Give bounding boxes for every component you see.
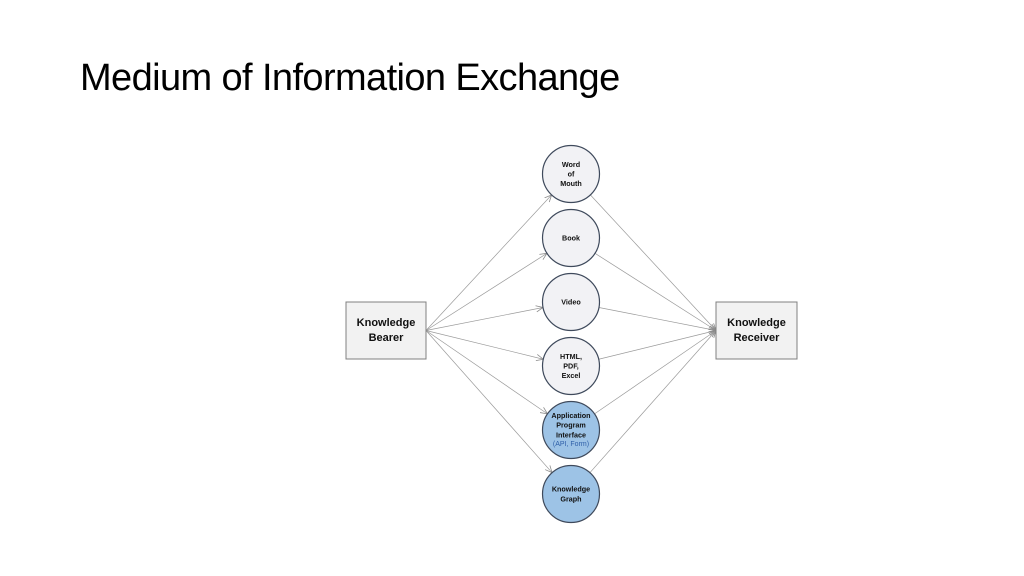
arrow-word-of-mouth-to-receiver (590, 194, 716, 331)
nodes-layer: KnowledgeBearerKnowledgeReceiverWordofMo… (345, 144, 798, 524)
arrow-knowledge-graph-to-receiver (589, 331, 716, 473)
medium-node-book: Book (541, 208, 601, 268)
medium-circle-html-pdf-excel (541, 336, 601, 396)
medium-label-api: Interface (556, 430, 586, 439)
arrow-book-to-receiver (594, 253, 716, 330)
knowledge-bearer-label-line: Knowledge (357, 317, 416, 329)
medium-label-word-of-mouth: Word (562, 160, 580, 169)
knowledge-bearer-rect (345, 301, 427, 360)
arrow-bearer-to-word-of-mouth (425, 195, 552, 331)
arrow-bearer-to-api (425, 330, 548, 414)
medium-node-html-pdf-excel: HTML,PDF,Excel (541, 336, 601, 396)
medium-label-html-pdf-excel: PDF, (563, 362, 579, 371)
medium-label-html-pdf-excel: HTML, (560, 352, 582, 361)
medium-circle-api (541, 400, 601, 460)
medium-label-knowledge-graph: Knowledge (552, 485, 590, 494)
knowledge-receiver-label-line: Knowledge (727, 317, 786, 329)
arrow-video-to-receiver (598, 307, 716, 330)
arrow-api-to-receiver (594, 331, 716, 415)
medium-label-word-of-mouth: Mouth (560, 179, 582, 188)
arrow-bearer-to-book (425, 253, 547, 331)
medium-label-html-pdf-excel: Excel (562, 371, 581, 380)
medium-circle-word-of-mouth (541, 144, 601, 204)
arrow-bearer-to-knowledge-graph (425, 330, 552, 473)
page-title: Medium of Information Exchange (80, 57, 620, 99)
knowledge-bearer-label-line: Bearer (369, 332, 405, 344)
medium-circle-knowledge-graph (541, 464, 601, 524)
medium-circle-video (541, 272, 601, 332)
medium-label-word-of-mouth: of (568, 170, 575, 179)
medium-label-api: Application (551, 411, 590, 420)
knowledge-receiver-label-line: Receiver (734, 332, 781, 344)
edges-layer (425, 194, 716, 473)
medium-label-knowledge-graph: Graph (560, 494, 581, 503)
knowledge-receiver-rect (715, 301, 798, 360)
medium-label-api: Program (556, 421, 586, 430)
arrow-html-pdf-excel-to-receiver (598, 331, 716, 360)
arrow-bearer-to-html-pdf-excel (425, 330, 543, 360)
arrow-bearer-to-video (425, 307, 543, 331)
medium-label-book: Book (562, 234, 580, 243)
medium-label-video: Video (561, 298, 581, 307)
medium-node-video: Video (541, 272, 601, 332)
medium-sublabel-api: (API, Form) (553, 441, 589, 448)
medium-circle-book (541, 208, 601, 268)
